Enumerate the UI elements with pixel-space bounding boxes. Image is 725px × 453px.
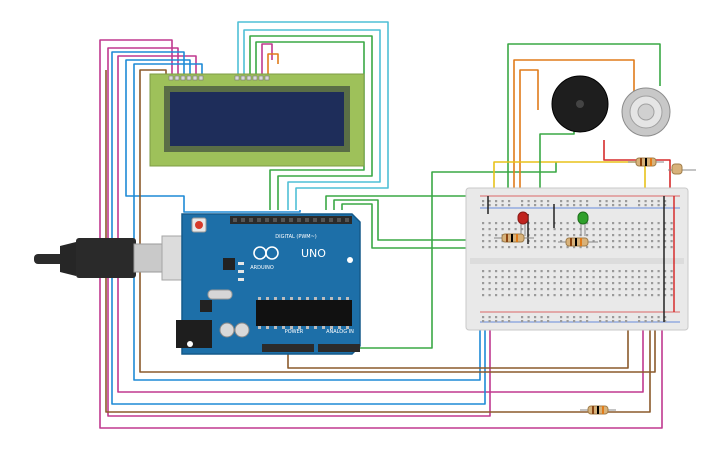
- breadboard[interactable]: [465, 187, 689, 331]
- capacitor-2: [234, 322, 250, 338]
- resistor-1[interactable]: [494, 233, 534, 243]
- analog-header: [318, 344, 360, 352]
- digital-pin-holes: [233, 218, 349, 222]
- wire-green-7[interactable]: [507, 43, 661, 196]
- chip-pins: [258, 297, 349, 329]
- breadboard-holes: [482, 200, 673, 323]
- wire-orange-1[interactable]: [267, 53, 279, 80]
- analog-label: ANALOG IN: [326, 329, 354, 335]
- wire-yellow-1[interactable]: [493, 161, 646, 196]
- wire-green-6[interactable]: [355, 162, 557, 349]
- power-label: POWER: [285, 329, 304, 335]
- wire-orange-3[interactable]: [519, 69, 539, 196]
- arduino-model: UNO: [301, 247, 326, 260]
- arduino-brand: ARDUINO: [250, 265, 274, 271]
- wire-blue-2[interactable]: [125, 59, 301, 213]
- lcd-pin-row: [168, 75, 270, 81]
- arduino-uno[interactable]: DIGITAL (PWM~) ARDUINO UNO POWE: [176, 213, 361, 355]
- voltage-regulator: [200, 300, 212, 312]
- wire-magenta-1[interactable]: [99, 39, 663, 429]
- wire-brown-3[interactable]: [287, 320, 629, 369]
- gas-sensor-center: [637, 103, 655, 121]
- wire-green-5[interactable]: [341, 203, 560, 249]
- resistor-2[interactable]: [558, 237, 598, 247]
- capacitor-1: [219, 322, 235, 338]
- buzzer[interactable]: [551, 75, 609, 133]
- onboard-led-rx: [238, 278, 244, 281]
- usb-cable: [34, 235, 191, 281]
- usb-plug-metal: [133, 243, 163, 273]
- wire-magenta-3[interactable]: [117, 55, 644, 393]
- wire-orange-2[interactable]: [513, 59, 635, 196]
- green-led-body: [577, 211, 589, 225]
- wire-magenta-4[interactable]: [261, 43, 273, 80]
- usb-cable-tail: [34, 254, 64, 264]
- wire-cyan-1[interactable]: [237, 21, 389, 210]
- wire-blue-3[interactable]: [133, 63, 481, 381]
- mounting-hole-1: [347, 257, 353, 263]
- green-led[interactable]: [577, 211, 589, 236]
- wire-green-3[interactable]: [325, 195, 468, 210]
- arduino-logo: ARDUINO UNO: [250, 246, 326, 271]
- power-header: [262, 344, 314, 352]
- buzzer-hole: [576, 100, 584, 108]
- wire-green-4[interactable]: [333, 199, 520, 241]
- wire-brown-1[interactable]: [139, 69, 656, 373]
- wire-magenta-2[interactable]: [107, 47, 491, 417]
- resistor-5[interactable]: [580, 405, 616, 415]
- mounting-hole-2: [187, 341, 193, 347]
- gas-sensor[interactable]: [621, 87, 671, 137]
- onboard-led-tx: [238, 270, 244, 273]
- red-led-body: [517, 211, 529, 225]
- power-jack[interactable]: [176, 320, 212, 348]
- onboard-led-l: [238, 262, 244, 265]
- breadboard-center-channel: [470, 258, 684, 264]
- crystal-oscillator: [207, 289, 233, 300]
- digital-label: DIGITAL (PWM~): [275, 234, 317, 240]
- resistor-4[interactable]: [668, 163, 696, 175]
- reset-button-cap[interactable]: [195, 221, 203, 229]
- wire-cyan-2[interactable]: [243, 29, 381, 210]
- lcd-screen: [170, 92, 344, 146]
- usb-strain-relief: [60, 242, 76, 276]
- lcd-display[interactable]: [149, 73, 365, 167]
- usb-connector-body: [76, 238, 136, 278]
- resistor-3[interactable]: [628, 157, 664, 167]
- red-led[interactable]: [517, 211, 529, 236]
- atmega-chip: [256, 300, 352, 326]
- wire-green-1[interactable]: [249, 35, 373, 210]
- wire-blue-1[interactable]: [111, 51, 486, 405]
- usb-controller-chip: [223, 258, 235, 270]
